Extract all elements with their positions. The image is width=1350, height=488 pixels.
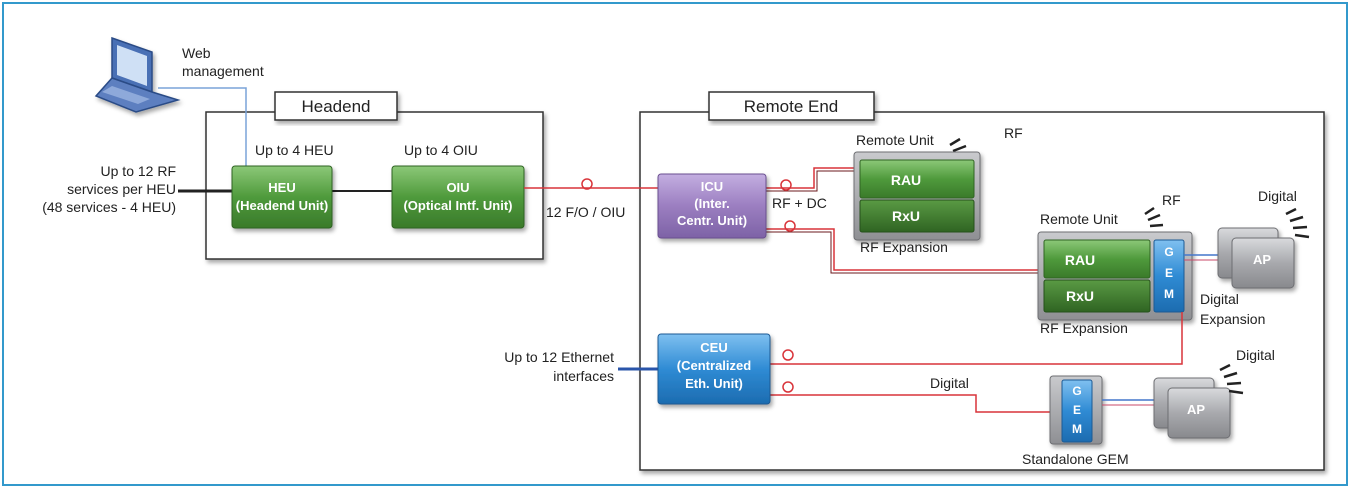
oiu-sublabel: (Optical Intf. Unit) xyxy=(403,198,512,213)
standalone-gem-label: Standalone GEM xyxy=(1022,451,1129,467)
ceu-sublabel1: (Centralized xyxy=(677,358,751,373)
fiber-connector-icon xyxy=(581,178,593,190)
headend-section: Headend Up to 4 HEU Up to 4 OIU HEU (Hea… xyxy=(158,87,544,260)
digital-link-label: Digital xyxy=(930,375,969,391)
digital-expansion-line1: Digital xyxy=(1200,291,1239,307)
ap-2-unit xyxy=(1153,377,1231,439)
remote-unit-2-label: Remote Unit xyxy=(1040,211,1118,227)
ceu-gem-link xyxy=(770,312,1183,365)
rau-1-label: RAU xyxy=(891,172,921,188)
signal-waves-icon-3 xyxy=(1285,207,1310,239)
signal-waves-icon-2 xyxy=(1144,206,1164,228)
headend-title-tab xyxy=(274,91,398,121)
gem-1-letter-e: E xyxy=(1165,266,1173,280)
headend-title: Headend xyxy=(301,97,370,116)
ceu-gem-connector-icon xyxy=(782,349,794,361)
fiber-label: 12 F/O / OIU xyxy=(546,204,625,220)
ceu-unit xyxy=(657,333,771,405)
ap-1-unit xyxy=(1217,227,1295,289)
rf-label-2: RF xyxy=(1162,192,1181,208)
digital-expansion-line2: Expansion xyxy=(1200,311,1265,327)
rau-1-unit xyxy=(859,159,975,199)
ceu-sublabel2: Eth. Unit) xyxy=(685,376,743,391)
rf-services-line3: (48 services - 4 HEU) xyxy=(42,199,176,215)
rf-services-line2: services per HEU xyxy=(67,181,176,197)
icu-sublabel1: (Inter. xyxy=(694,196,729,211)
rxu-2-unit xyxy=(1043,279,1151,313)
icu-rau2-connector-icon xyxy=(784,220,796,232)
heu-sublabel: (Headend Unit) xyxy=(236,198,328,213)
gem-2-letter-m: M xyxy=(1072,422,1082,436)
rxu-1-label: RxU xyxy=(892,208,920,224)
rf-expansion-2-label: RF Expansion xyxy=(1040,320,1128,336)
gem-2-letter-g: G xyxy=(1072,384,1081,398)
remote-end-title: Remote End xyxy=(744,97,839,116)
icu-rau-connector-icon xyxy=(780,179,792,191)
laptop-icon xyxy=(94,36,181,113)
signal-waves-icon-4 xyxy=(1219,363,1244,395)
heu-label: HEU xyxy=(268,180,295,195)
ap-1-label: AP xyxy=(1253,252,1271,267)
oiu-caption: Up to 4 OIU xyxy=(404,142,478,158)
heu-unit xyxy=(231,165,333,229)
ethernet-line1: Up to 12 Ethernet xyxy=(504,349,614,365)
gem-1-letter-m: M xyxy=(1164,287,1174,301)
ceu-standalone-connector-icon xyxy=(782,381,794,393)
digital-label-2: Digital xyxy=(1236,347,1275,363)
icu-label: ICU xyxy=(701,179,723,194)
rau-2-unit xyxy=(1043,239,1151,279)
remote-unit-1-label: Remote Unit xyxy=(856,132,934,148)
web-label-line2: management xyxy=(182,63,264,79)
icu-unit xyxy=(657,173,767,239)
rf-expansion-1-label: RF Expansion xyxy=(860,239,948,255)
gem-1-unit xyxy=(1153,239,1185,313)
digital-label-1: Digital xyxy=(1258,188,1297,204)
web-label-line1: Web xyxy=(182,45,211,61)
rf-services-line1: Up to 12 RF xyxy=(101,163,176,179)
rf-label-1: RF xyxy=(1004,125,1023,141)
gem-1-letter-g: G xyxy=(1164,245,1173,259)
heu-caption: Up to 4 HEU xyxy=(255,142,334,158)
rau-2-label: RAU xyxy=(1065,252,1095,268)
rf-dc-label: RF + DC xyxy=(772,195,827,211)
remote-end-title-tab xyxy=(708,91,875,121)
gem-2-unit xyxy=(1061,379,1093,443)
ceu-standalone-gem-link xyxy=(770,394,1050,413)
web-management-link xyxy=(158,87,247,166)
icu-sublabel2: Centr. Unit) xyxy=(677,213,747,228)
rxu-2-label: RxU xyxy=(1066,288,1094,304)
rxu-1-unit xyxy=(859,199,975,233)
icu-rau2-link xyxy=(766,228,1042,271)
oiu-unit xyxy=(391,165,525,229)
gem-2-letter-e: E xyxy=(1073,403,1081,417)
oiu-label: OIU xyxy=(446,180,469,195)
ceu-label: CEU xyxy=(700,340,727,355)
ethernet-line2: interfaces xyxy=(553,368,614,384)
ap-2-label: AP xyxy=(1187,402,1205,417)
